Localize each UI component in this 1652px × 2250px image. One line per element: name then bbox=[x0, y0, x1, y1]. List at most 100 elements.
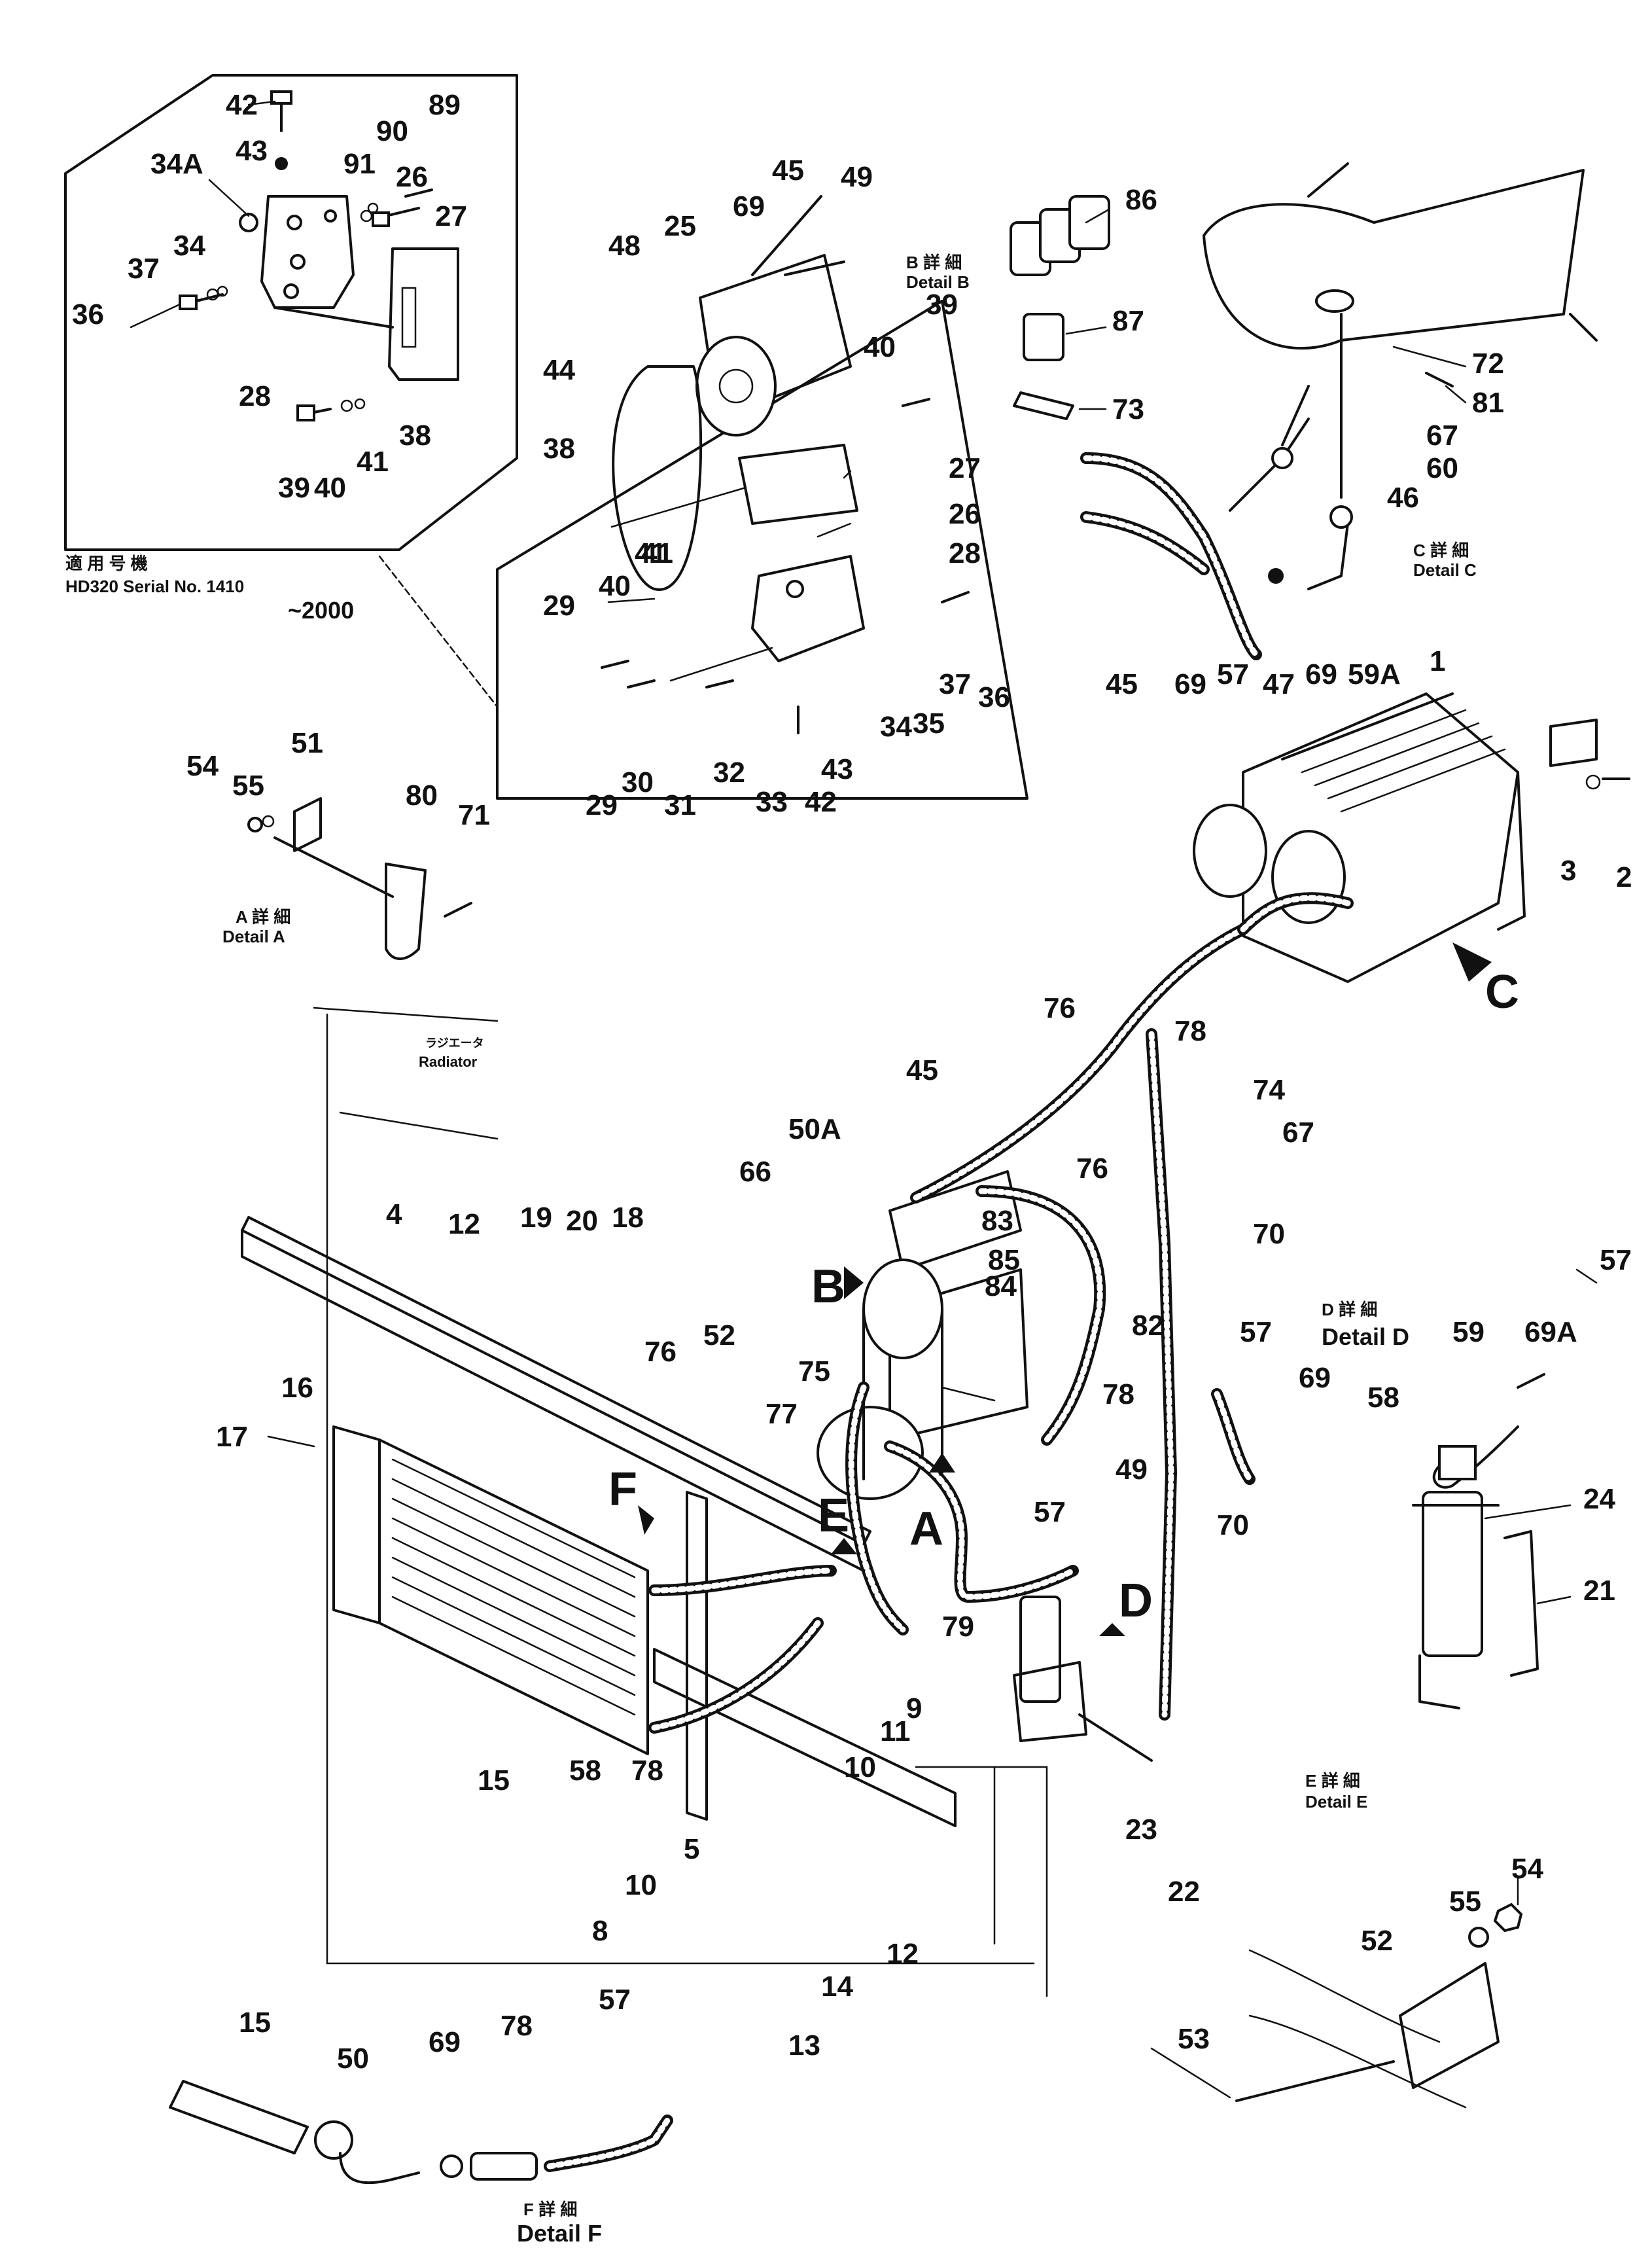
callout: 50 bbox=[337, 2043, 369, 2075]
callout: 69 bbox=[1305, 658, 1337, 690]
callout: 69 bbox=[429, 2026, 461, 2058]
callout: 21 bbox=[1583, 1575, 1615, 1607]
callout: 78 bbox=[501, 2010, 533, 2042]
callout: 76 bbox=[644, 1336, 677, 1368]
radiator-en: Radiator bbox=[419, 1054, 478, 1070]
callout: 25 bbox=[664, 210, 696, 242]
callout: 77 bbox=[765, 1398, 798, 1430]
callout: 29 bbox=[586, 789, 618, 821]
callout: 43 bbox=[236, 135, 268, 167]
callout: 40 bbox=[864, 331, 896, 363]
callout: 33 bbox=[756, 786, 788, 818]
callout: 8 bbox=[592, 1915, 608, 1947]
callout: 48 bbox=[608, 230, 641, 262]
callout: 66 bbox=[739, 1156, 771, 1188]
receiver-mid bbox=[1013, 1596, 1153, 1762]
callout: 36 bbox=[72, 298, 104, 330]
inset-leader bbox=[378, 555, 499, 708]
callout: 4 bbox=[386, 1198, 402, 1230]
radiator-jp: ラジエータ bbox=[425, 1037, 484, 1050]
callout: 91 bbox=[343, 148, 376, 180]
callout: 34A bbox=[150, 148, 203, 180]
callout: 15 bbox=[239, 2007, 271, 2039]
callout: 9 bbox=[906, 1692, 922, 1724]
callout: 81 bbox=[1472, 387, 1504, 419]
detail-labels: A 詳 細 Detail A B 詳 細 Detail B C 詳 細 Deta… bbox=[65, 253, 1477, 2247]
callout: 57 bbox=[1240, 1316, 1272, 1348]
callout: 44 bbox=[543, 354, 575, 386]
callout: 42 bbox=[226, 89, 258, 121]
view-marker-c: C bbox=[1485, 966, 1519, 1018]
callout: 69 bbox=[733, 190, 765, 223]
callout: 45 bbox=[1106, 668, 1138, 700]
callout: 39 bbox=[926, 289, 958, 321]
callout: 86 bbox=[1125, 184, 1157, 216]
callout: 24 bbox=[1583, 1483, 1615, 1515]
callout: 69 bbox=[1174, 668, 1206, 700]
callout: 55 bbox=[1449, 1885, 1481, 1918]
callout: 23 bbox=[1125, 1813, 1157, 1846]
callout: 76 bbox=[1076, 1152, 1108, 1185]
callout: 27 bbox=[949, 452, 981, 484]
engine-compressor bbox=[817, 1170, 1028, 1500]
callout: 83 bbox=[981, 1205, 1013, 1237]
callout: 59 bbox=[1452, 1316, 1485, 1348]
callout: 31 bbox=[664, 789, 696, 821]
detail-b-parts bbox=[1010, 195, 1110, 420]
callout-numbers: 42 43 34A 91 90 89 26 27 34 37 36 28 38 … bbox=[72, 89, 1632, 2075]
callout: 10 bbox=[844, 1751, 876, 1783]
evaporator-unit bbox=[1193, 692, 1630, 983]
callout: 22 bbox=[1168, 1876, 1200, 1908]
callout: 47 bbox=[1263, 668, 1295, 700]
callout: 78 bbox=[1174, 1015, 1206, 1047]
view-marker-e: E bbox=[818, 1490, 849, 1542]
callout: 90 bbox=[376, 115, 408, 147]
detail-e-en: Detail E bbox=[1305, 1792, 1367, 1812]
callout: 41 bbox=[641, 537, 673, 569]
detail-a-en: Detail A bbox=[222, 927, 285, 946]
view-marker-letters: A B C D E F bbox=[608, 966, 1519, 1627]
callout: 74 bbox=[1253, 1074, 1285, 1106]
callout: 1 bbox=[1430, 645, 1445, 677]
callout: 2 bbox=[1616, 861, 1632, 893]
callout: 40 bbox=[314, 472, 346, 504]
detail-d-receiver-drier bbox=[1211, 1373, 1545, 1709]
callout: 30 bbox=[622, 766, 654, 798]
callout: 38 bbox=[399, 420, 431, 452]
callout: 67 bbox=[1282, 1116, 1314, 1149]
detail-b-jp: B 詳 細 bbox=[906, 253, 962, 272]
callout: 69 bbox=[1299, 1362, 1331, 1394]
callout: 32 bbox=[713, 757, 745, 789]
callout: 87 bbox=[1112, 305, 1144, 337]
callout: 41 bbox=[635, 537, 667, 569]
callout: 50A bbox=[788, 1113, 841, 1145]
callout: 67 bbox=[1426, 420, 1458, 452]
callout: 58 bbox=[1367, 1382, 1399, 1414]
callout: 51 bbox=[291, 727, 323, 759]
callout: 34 bbox=[173, 230, 205, 262]
callout: 57 bbox=[1034, 1496, 1066, 1528]
callout: 20 bbox=[566, 1205, 598, 1237]
applicability-range: ~2000 bbox=[288, 597, 354, 624]
callout: 43 bbox=[821, 753, 853, 785]
view-arrows bbox=[638, 942, 1492, 1636]
callout: 38 bbox=[543, 433, 575, 465]
callout: 52 bbox=[703, 1319, 735, 1351]
callout: 59A bbox=[1348, 658, 1401, 690]
radiator-frame bbox=[313, 1007, 1048, 1997]
callout: 41 bbox=[357, 446, 389, 478]
callout: 19 bbox=[520, 1202, 552, 1234]
callout: 27 bbox=[435, 200, 467, 232]
callout: 85 bbox=[988, 1244, 1020, 1276]
view-marker-d: D bbox=[1119, 1575, 1153, 1627]
inset-serial-variant bbox=[64, 74, 518, 551]
callout: 71 bbox=[458, 799, 490, 831]
callout: 89 bbox=[429, 89, 461, 121]
applicability-serial: HD320 Serial No. 1410 bbox=[65, 577, 244, 596]
callout: 11 bbox=[880, 1715, 911, 1747]
callout: 76 bbox=[1044, 992, 1076, 1024]
callout: 45 bbox=[772, 154, 804, 187]
callout: 10 bbox=[625, 1869, 657, 1901]
callout: 84 bbox=[985, 1270, 1017, 1302]
